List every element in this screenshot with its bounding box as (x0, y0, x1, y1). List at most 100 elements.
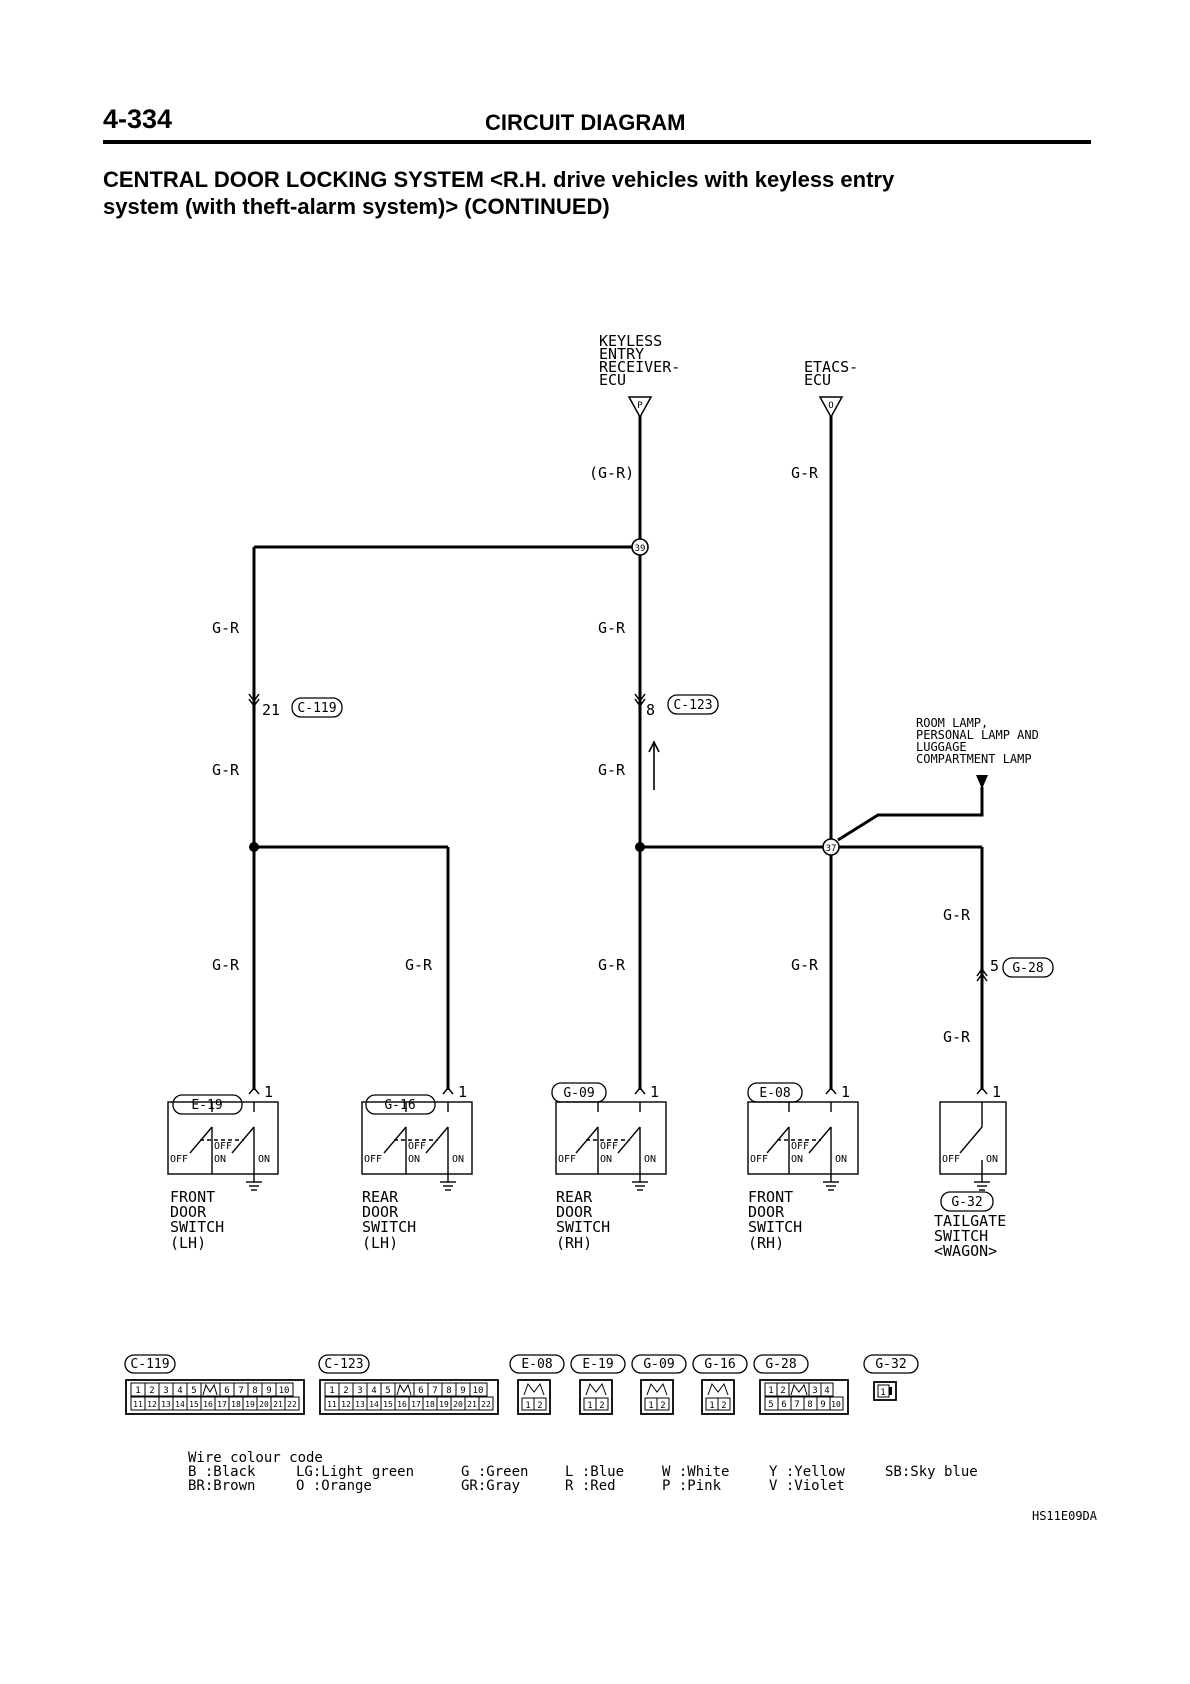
svg-text:21: 21 (467, 1400, 477, 1409)
svg-text:12: 12 (341, 1400, 351, 1409)
svg-text:39: 39 (635, 544, 646, 554)
svg-text:14: 14 (369, 1400, 379, 1409)
svg-text:REAR: REAR (362, 1188, 399, 1206)
svg-text:(RH): (RH) (556, 1234, 592, 1252)
svg-text:C-119: C-119 (297, 701, 336, 716)
connector-face-e19: 1 2 (579, 1379, 613, 1415)
svg-text:6: 6 (418, 1386, 423, 1396)
svg-text:G-28: G-28 (1012, 961, 1043, 976)
svg-text:ON: ON (600, 1154, 612, 1165)
svg-text:G-16: G-16 (704, 1357, 735, 1372)
wire-label: G-R (212, 761, 240, 779)
svg-text:L :Blue: L :Blue (565, 1464, 624, 1480)
svg-text:ROOM LAMP,: ROOM LAMP, (916, 716, 988, 730)
svg-text:R :Red: R :Red (565, 1478, 616, 1494)
svg-text:(LH): (LH) (170, 1234, 206, 1252)
svg-text:OFF: OFF (791, 1141, 809, 1152)
svg-text:E-19: E-19 (582, 1357, 613, 1372)
wire-label: G-R (943, 1028, 971, 1046)
svg-text:4: 4 (824, 1386, 829, 1396)
svg-text:3: 3 (163, 1386, 168, 1396)
svg-text:LG:Light green: LG:Light green (296, 1464, 414, 1480)
tailgate-switch: 1 OFF ON G-32 TAILGATE SWITCH <WAGON> (934, 1083, 1007, 1260)
svg-text:E-19: E-19 (191, 1098, 222, 1113)
svg-text:<WAGON>: <WAGON> (934, 1242, 997, 1260)
svg-text:(RH): (RH) (748, 1234, 784, 1252)
svg-text:TAILGATE: TAILGATE (934, 1212, 1006, 1230)
connector-g28-inline: 5 G-28 (990, 957, 1054, 978)
svg-text:1: 1 (768, 1386, 773, 1396)
svg-text:(LH): (LH) (362, 1234, 398, 1252)
svg-text:FRONT: FRONT (748, 1188, 793, 1206)
svg-text:1: 1 (264, 1083, 273, 1101)
svg-text:G-09: G-09 (563, 1086, 594, 1101)
svg-text:DOOR: DOOR (556, 1203, 593, 1221)
svg-text:OFF: OFF (170, 1154, 188, 1165)
svg-text:ON: ON (986, 1154, 998, 1165)
title-line-2: system (with theft-alarm system)> (CONTI… (103, 194, 610, 219)
svg-text:9: 9 (820, 1400, 825, 1410)
connector-face-g16: 1 2 (701, 1379, 735, 1415)
svg-text:13: 13 (355, 1400, 365, 1409)
svg-text:12: 12 (147, 1400, 157, 1409)
svg-text:E-08: E-08 (521, 1357, 552, 1372)
svg-text:1: 1 (650, 1083, 659, 1101)
svg-text:SWITCH: SWITCH (362, 1218, 416, 1236)
svg-text:OFF: OFF (600, 1141, 618, 1152)
svg-text:13: 13 (161, 1400, 171, 1409)
junction-39: 39 (631, 538, 649, 556)
svg-text:ECU: ECU (599, 371, 626, 389)
svg-text:3: 3 (357, 1386, 362, 1396)
svg-text:5: 5 (385, 1386, 390, 1396)
svg-text:7: 7 (432, 1386, 437, 1396)
svg-text:4: 4 (177, 1386, 182, 1396)
svg-text:ON: ON (214, 1154, 226, 1165)
svg-text:C-123: C-123 (673, 698, 712, 713)
connector-face-c119: C-119 1 2 3 4 5 6 7 (124, 1354, 305, 1415)
svg-text:11: 11 (133, 1400, 143, 1409)
keyless-entry-receiver-ecu: KEYLESS ENTRY RECEIVER- ECU P (599, 332, 680, 419)
svg-text:SWITCH: SWITCH (556, 1218, 610, 1236)
svg-text:OFF: OFF (214, 1141, 232, 1152)
svg-text:KEYLESS: KEYLESS (599, 332, 662, 350)
svg-text:DOOR: DOOR (362, 1203, 399, 1221)
header-rule (103, 140, 1091, 144)
connector-c123-inline: 8 C-123 (646, 694, 719, 719)
svg-text:1: 1 (709, 1401, 714, 1411)
svg-text:6: 6 (224, 1386, 229, 1396)
svg-text:1: 1 (880, 1388, 885, 1398)
svg-text:SWITCH: SWITCH (170, 1218, 224, 1236)
svg-text:20: 20 (259, 1400, 269, 1409)
svg-text:2: 2 (599, 1401, 604, 1411)
svg-text:DOOR: DOOR (748, 1203, 785, 1221)
svg-text:OFF: OFF (364, 1154, 382, 1165)
svg-text:BR:Brown: BR:Brown (188, 1478, 255, 1494)
svg-text:ECU: ECU (804, 371, 831, 389)
svg-text:19: 19 (245, 1400, 255, 1409)
page-number: 4-334 (103, 104, 173, 134)
svg-text:G-32: G-32 (875, 1357, 906, 1372)
svg-text:ON: ON (408, 1154, 420, 1165)
rear-door-switch-rh: G-09 1 OFF OFF ON ON REAR DOOR SWITCH (R… (551, 1082, 667, 1252)
svg-text:ETACS-: ETACS- (804, 358, 858, 376)
svg-text:5: 5 (191, 1386, 196, 1396)
connector-face-g09: 1 2 (640, 1379, 674, 1415)
svg-text:10: 10 (473, 1386, 484, 1396)
svg-text:SWITCH: SWITCH (748, 1218, 802, 1236)
svg-text:PERSONAL LAMP AND: PERSONAL LAMP AND (916, 728, 1039, 742)
room-lamp-label: ROOM LAMP, PERSONAL LAMP AND LUGGAGE COM… (916, 716, 1039, 789)
svg-text:ON: ON (452, 1154, 464, 1165)
wire-label: G-R (212, 956, 240, 974)
small-connector-labels: E-08 E-19 G-09 G-16 G-28 G-32 (509, 1354, 919, 1374)
svg-text:19: 19 (439, 1400, 449, 1409)
wire-label: G-R (791, 956, 819, 974)
svg-text:Wire colour code: Wire colour code (188, 1450, 323, 1466)
svg-text:7: 7 (238, 1386, 243, 1396)
svg-text:G-32: G-32 (951, 1195, 982, 1210)
svg-text:4: 4 (371, 1386, 376, 1396)
junction-37: 37 (822, 838, 840, 856)
splice-dot (635, 842, 645, 852)
svg-text:1: 1 (648, 1401, 653, 1411)
svg-text:C-123: C-123 (324, 1357, 363, 1372)
diagram-title: CENTRAL DOOR LOCKING SYSTEM <R.H. drive … (103, 166, 1093, 220)
